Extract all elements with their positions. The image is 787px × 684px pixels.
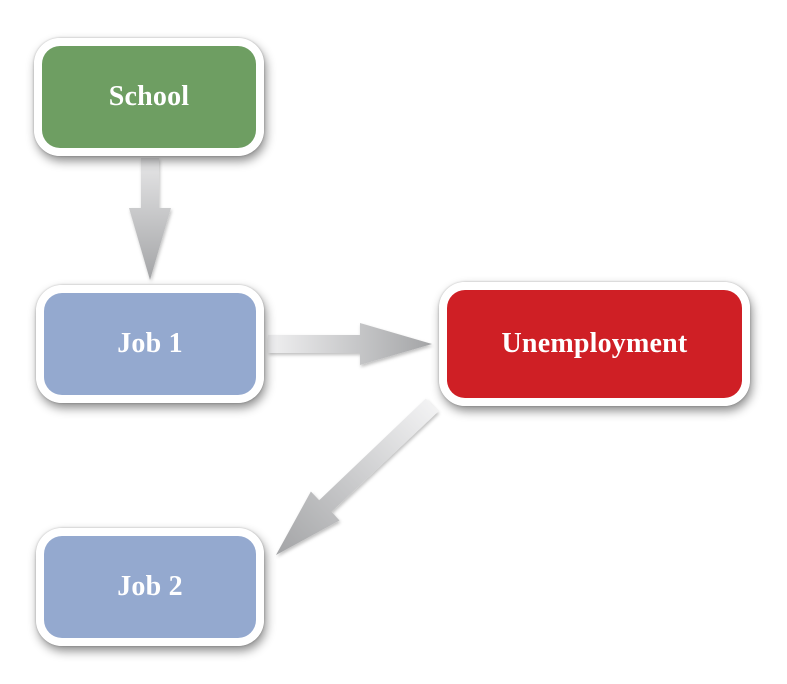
node-school: School — [34, 38, 264, 156]
node-job2-fill: Job 2 — [44, 536, 256, 638]
node-job2: Job 2 — [36, 528, 264, 646]
node-unemployment-label: Unemployment — [501, 328, 688, 359]
node-unemployment-fill: Unemployment — [447, 290, 742, 398]
arrow-school-to-job1 — [129, 158, 171, 280]
node-school-label: School — [108, 81, 190, 112]
node-job1-label: Job 1 — [117, 328, 183, 359]
node-unemployment: Unemployment — [439, 282, 750, 406]
arrow-job1-to-unemployment — [268, 323, 432, 365]
node-job2-label: Job 2 — [117, 571, 183, 602]
node-job1: Job 1 — [36, 285, 264, 403]
node-school-fill: School — [42, 46, 256, 148]
node-job1-fill: Job 1 — [44, 293, 256, 395]
arrow-unemployment-to-job2 — [276, 398, 439, 555]
